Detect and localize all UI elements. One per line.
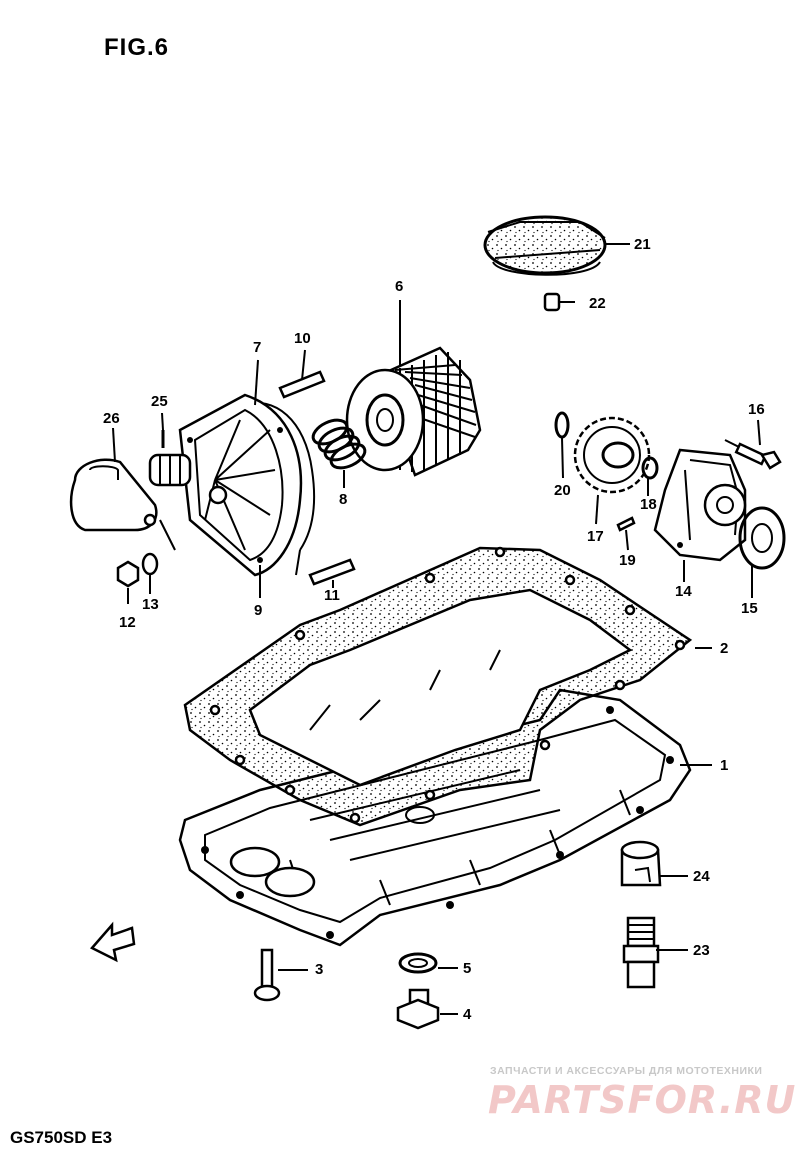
callout-14: 14: [675, 583, 692, 600]
callout-11: 11: [324, 587, 340, 604]
callout-18: 18: [640, 496, 657, 513]
filter-cover: [178, 393, 316, 577]
callout-3: 3: [315, 961, 324, 978]
drain-washer: [398, 952, 438, 974]
callout-21: 21: [634, 236, 651, 253]
callout-7: 7: [253, 339, 262, 356]
oil-pump-gear: [554, 411, 659, 532]
callout-1: 1: [720, 757, 729, 774]
switch-cover: [69, 458, 176, 551]
callout-23: 23: [693, 942, 710, 959]
callout-24: 24: [693, 868, 710, 885]
model-code: GS750SD E3: [10, 1128, 113, 1147]
oil-pressure-switch: [148, 430, 192, 487]
oil-pan-gasket: [183, 546, 693, 827]
leader-lines: [112, 243, 761, 1015]
callout-25: 25: [151, 393, 168, 410]
callout-10: 10: [294, 330, 311, 347]
callout-4: 4: [463, 1006, 472, 1023]
forward-arrow-icon: [89, 921, 136, 963]
callout-12: 12: [119, 614, 136, 631]
drain-plug: [396, 988, 440, 1030]
callout-26: 26: [103, 410, 120, 427]
oil-pump: [653, 439, 786, 570]
union-cap: [620, 840, 662, 887]
callout-8: 8: [339, 491, 348, 508]
watermark-caption: ЗАПЧАСТИ И АКСЕССУАРЫ ДЛЯ МОТОТЕХНИКИ: [490, 1065, 763, 1077]
oil-strainer: [483, 215, 607, 276]
callout-2: 2: [720, 640, 729, 657]
figure-title: FIG.6: [104, 34, 170, 61]
callout-17: 17: [587, 528, 604, 545]
dowel-pins: [278, 370, 356, 586]
oil-filter: [345, 346, 482, 477]
callout-15: 15: [741, 600, 758, 617]
callout-13: 13: [142, 596, 159, 613]
callout-9: 9: [254, 602, 263, 619]
callout-6: 6: [395, 278, 404, 295]
callout-16: 16: [748, 401, 765, 418]
watermark-brand: PARTSFOR.RU: [488, 1078, 797, 1122]
callout-19: 19: [619, 552, 636, 569]
callout-22: 22: [589, 295, 606, 312]
nut-and-washer: [116, 552, 159, 588]
callout-20: 20: [554, 482, 571, 499]
oil-union: [622, 916, 660, 989]
filter-spring: [311, 418, 367, 470]
callout-5: 5: [463, 960, 472, 977]
pan-bolt: [253, 948, 281, 1002]
strainer-screw: [543, 292, 575, 312]
